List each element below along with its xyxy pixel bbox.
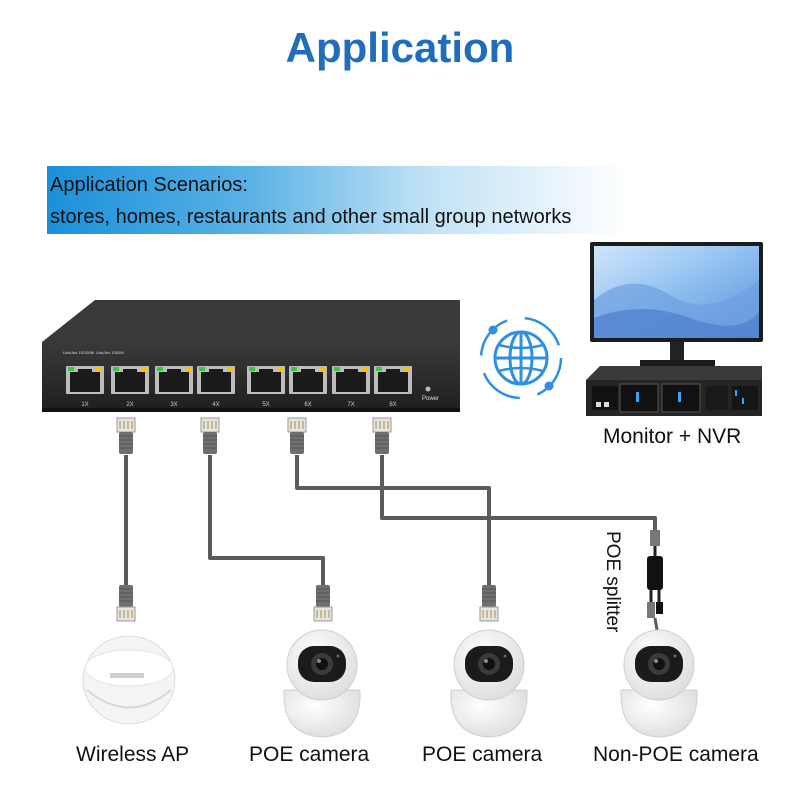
port-led-icon [376,367,382,371]
port-led-icon [185,367,191,371]
port-label: 5X [262,402,269,408]
nvr-recorder-icon [586,366,762,416]
rj45-connector-icon [200,417,220,454]
dome-camera-icon [450,629,528,738]
port-label: 7X [347,402,354,408]
port-led-icon [362,367,368,371]
switch-port-8: 8X [374,366,412,408]
cable-splitter [380,455,657,530]
rj45-connector-icon [116,417,136,454]
port-led-icon [199,367,205,371]
label-wireless-ap: Wireless AP [76,743,190,766]
label-poe-camera-1: POE camera [249,743,370,766]
application-banner: Application Scenarios: stores, homes, re… [47,166,627,234]
switch-port-4: 4X [197,366,235,408]
port-label: 4X [212,402,219,408]
switch-port-5: 5X [247,366,285,408]
port-led-icon [141,367,147,371]
led-legend-2: Link/Act 1000M [96,350,124,355]
cable-poe-camera-2 [295,455,491,585]
switch-port-2: 2X [111,366,149,408]
switch-port-1: 1X [66,366,104,408]
label-poe-splitter: POE splitter [602,531,623,633]
rj45-connector-icon [287,417,307,454]
port-led-icon [113,367,119,371]
label-monitor-nvr: Monitor + NVR [603,425,742,448]
led-legend-1: Link/Act 10/100M [63,350,94,355]
label-poe-camera-2: POE camera [422,743,543,766]
cables [124,455,657,590]
port-led-icon [404,367,410,371]
port-led-icon [96,367,102,371]
switch-port-6: 6X [289,366,327,408]
globe-network-icon [479,316,563,400]
port-led-icon [157,367,163,371]
label-non-poe-camera: Non-POE camera [593,743,759,766]
switch-port-3: 3X [155,366,193,408]
port-label: 8X [389,402,396,408]
dome-camera-icon [283,629,361,738]
port-led-icon [227,367,233,371]
port-led-icon [291,367,297,371]
rj45-connector-icon [313,585,333,622]
banner-line-1: Application Scenarios: [50,174,248,196]
power-label: Power [422,396,439,402]
port-led-icon [249,367,255,371]
dome-camera-icon [620,629,698,738]
poe-splitter-icon [647,530,663,631]
banner-line-2: stores, homes, restaurants and other sma… [50,206,572,228]
monitor-icon [590,242,763,366]
port-label: 2X [126,402,133,408]
rj45-connector-icon [479,585,499,622]
port-led-icon [334,367,340,371]
port-led-icon [319,367,325,371]
port-label: 6X [304,402,311,408]
cable-poe-camera-1 [208,455,325,585]
wireless-ap-icon [82,635,176,725]
rj45-connector-icon [372,417,392,454]
port-led-icon [277,367,283,371]
page-title: Application [285,24,515,71]
port-label: 3X [170,402,177,408]
switch-port-7: 7X [332,366,370,408]
port-led-icon [68,367,74,371]
poe-switch: Link/Act 10/100M Link/Act 1000M Power 1X… [42,300,460,412]
power-led-icon [425,386,431,392]
rj45-connector-icon [116,585,136,622]
port-label: 1X [81,402,88,408]
